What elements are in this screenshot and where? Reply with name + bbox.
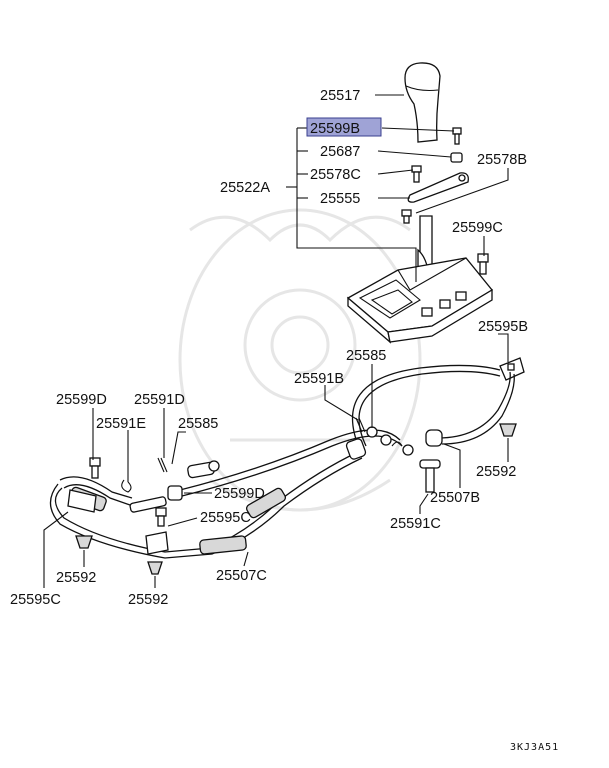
grommet-25592-bottom bbox=[147, 561, 163, 575]
label-25591b[interactable]: 25591B bbox=[294, 371, 344, 387]
diagram-code: 3KJ3A51 bbox=[510, 742, 559, 753]
watermark-emblem bbox=[178, 208, 422, 512]
clip-25591d bbox=[157, 457, 168, 473]
bracket-25595b bbox=[499, 357, 525, 381]
label-25591d[interactable]: 25591D bbox=[134, 392, 185, 408]
bolt-25599b bbox=[452, 127, 462, 145]
label-25591e[interactable]: 25591E bbox=[96, 416, 146, 432]
leader-lines bbox=[43, 94, 509, 588]
shift-knob bbox=[404, 62, 441, 143]
label-25687[interactable]: 25687 bbox=[320, 144, 360, 160]
highlight-box bbox=[306, 117, 382, 137]
label-25578b[interactable]: 25578B bbox=[477, 152, 527, 168]
bolt-25578c bbox=[411, 165, 422, 183]
label-25555[interactable]: 25555 bbox=[320, 191, 360, 207]
label-25595c-left[interactable]: 25595C bbox=[10, 592, 61, 608]
lever-25555 bbox=[407, 172, 469, 203]
label-25507b[interactable]: 25507B bbox=[430, 490, 480, 506]
label-25599b[interactable]: 25599B bbox=[310, 121, 360, 137]
clip-25591b bbox=[355, 417, 366, 433]
shift-lever-assembly bbox=[346, 215, 493, 344]
clip-25591e bbox=[121, 479, 132, 493]
label-25595c-mid[interactable]: 25595C bbox=[200, 510, 251, 526]
label-25517[interactable]: 25517 bbox=[320, 88, 360, 104]
grommet-25592-left bbox=[75, 535, 93, 549]
label-25591c[interactable]: 25591C bbox=[390, 516, 441, 532]
label-25592-bottom[interactable]: 25592 bbox=[128, 592, 168, 608]
label-25595b[interactable]: 25595B bbox=[478, 319, 528, 335]
label-25522a[interactable]: 25522A bbox=[220, 180, 270, 196]
nut-25687 bbox=[450, 152, 463, 163]
bolt-25578b bbox=[401, 209, 412, 224]
cable-25507b bbox=[351, 364, 515, 451]
bracket-25595c bbox=[67, 489, 169, 555]
label-25599d-mid[interactable]: 25599D bbox=[214, 486, 265, 502]
part-labels: 25517 25599B 25687 25578C 25578B 25522A … bbox=[10, 88, 528, 608]
label-25507c[interactable]: 25507C bbox=[216, 568, 267, 584]
label-25585-top[interactable]: 25585 bbox=[346, 348, 386, 364]
label-25599d-left[interactable]: 25599D bbox=[56, 392, 107, 408]
grommet-25592-right bbox=[499, 423, 517, 437]
bolt-25599d-mid bbox=[155, 507, 167, 527]
label-25592-right[interactable]: 25592 bbox=[476, 464, 516, 480]
pin-25591c bbox=[419, 459, 441, 493]
bolt-25599c bbox=[477, 253, 489, 275]
bolt-25599d-left bbox=[89, 457, 101, 479]
label-25578c[interactable]: 25578C bbox=[310, 167, 361, 183]
label-25599c[interactable]: 25599C bbox=[452, 220, 503, 236]
label-25585-left[interactable]: 25585 bbox=[178, 416, 218, 432]
label-25592-left[interactable]: 25592 bbox=[56, 570, 96, 586]
